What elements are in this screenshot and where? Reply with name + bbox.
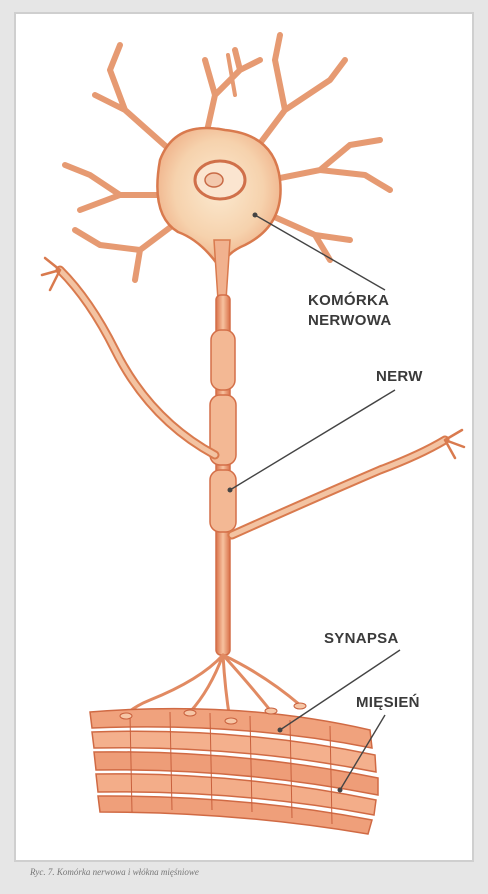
axon-hillock [214,240,230,300]
label-neuron-line2: NERWOWA [308,312,392,330]
label-synapse: SYNAPSA [324,630,399,648]
myelin-sheath [210,330,236,532]
leader-line-synapse [280,650,400,730]
label-neuron-line1: KOMÓRKA [308,292,389,310]
label-nerve: NERW [376,368,423,386]
figure-caption: Ryc. 7. Komórka nerwowa i włókna mięśnio… [30,867,199,877]
muscle-fibers [90,709,378,834]
leader-line-neuron [255,215,385,290]
label-muscle: MIĘSIEŃ [356,694,420,712]
nucleolus [205,173,223,187]
collateral-fibers [42,258,464,535]
